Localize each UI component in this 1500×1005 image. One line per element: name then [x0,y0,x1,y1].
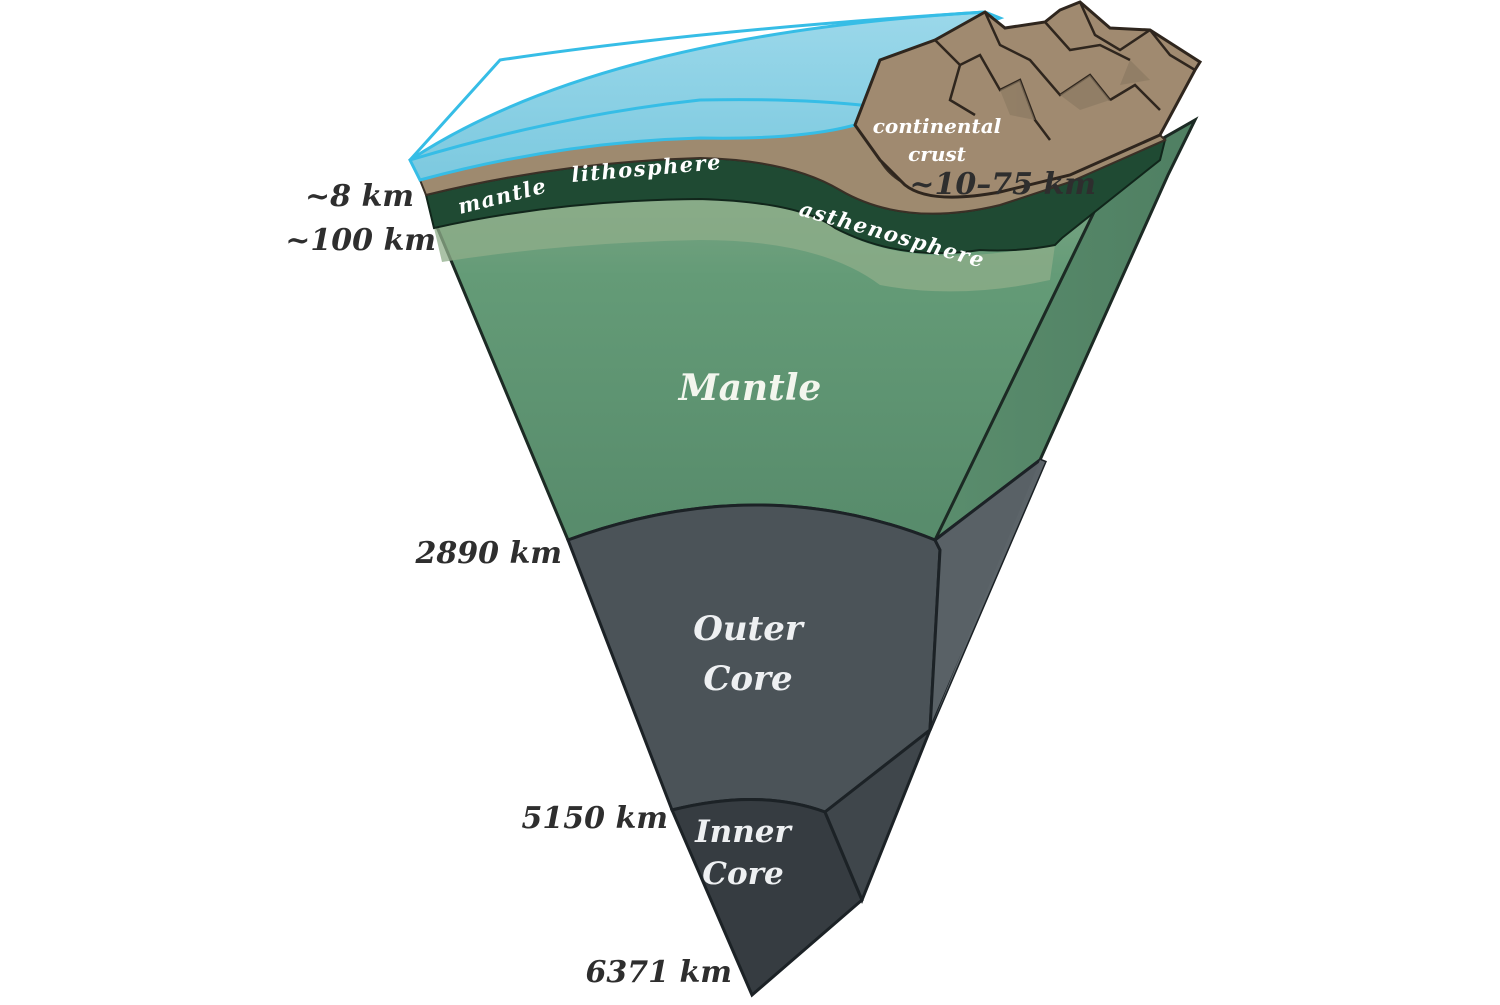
depth-center: 6371 km [586,955,732,990]
depth-lithosphere: ~100 km [285,223,436,258]
ocean-top-edge [408,10,986,162]
depth-outer-core-base: 5150 km [522,801,668,836]
label-continental-crust-line1: continental [873,114,1002,138]
depth-continental: ~10–75 km [909,167,1096,202]
label-inner-core-line2: Core [702,856,783,892]
label-continental-crust: continental [873,114,1002,138]
label-inner-core-line1: Inner [694,814,793,850]
asthenosphere-band [434,199,1055,292]
ocean-water [408,10,1005,182]
outer-core-side-face-2 [930,460,1045,730]
label-mantle: Mantle [677,367,822,409]
inner-core-side-face [823,725,934,904]
label-continental-crust-line2: crust [908,142,967,166]
depth-ocean-crust: ~8 km [305,179,414,214]
depth-mantle-base: 2890 km [415,536,562,571]
label-outer-core-line1: Outer [693,609,805,649]
ocean-surface-edge [409,98,871,162]
mountain-shading [1000,60,1150,120]
label-outer-core-line2: Core [703,659,792,699]
